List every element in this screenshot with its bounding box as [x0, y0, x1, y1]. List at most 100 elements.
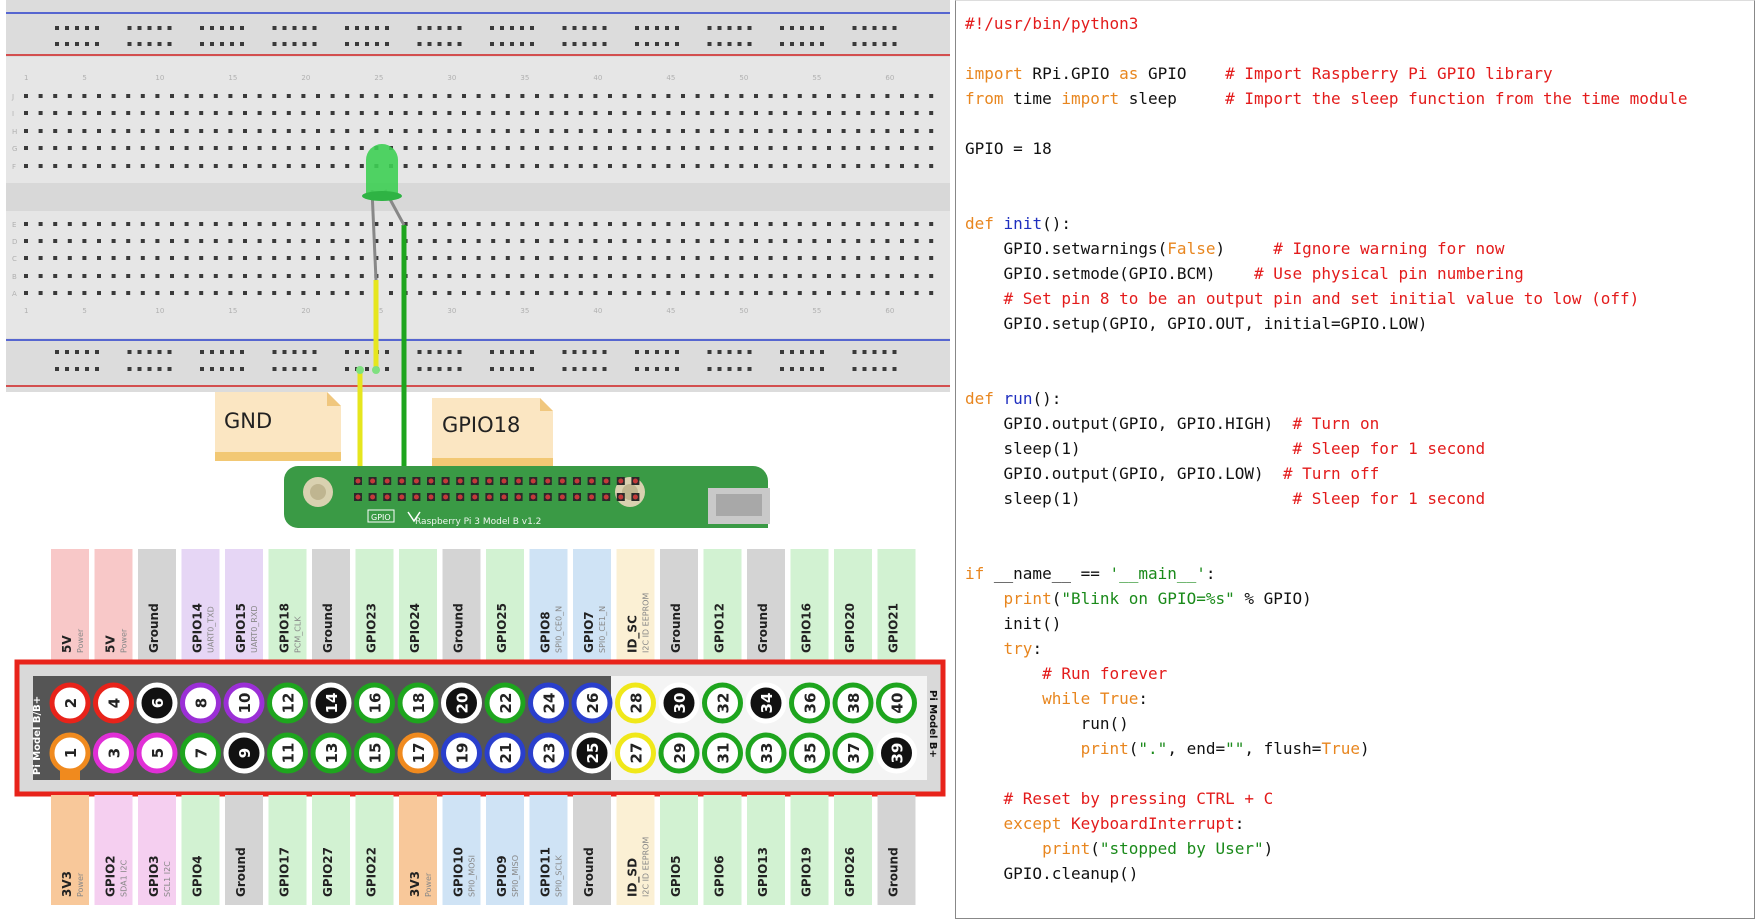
code-line: # Reset by pressing CTRL + C: [1003, 789, 1274, 808]
column-number: 35: [520, 74, 529, 82]
code-line: #!/usr/bin/python3: [965, 14, 1139, 33]
pin-17-icon: [397, 732, 439, 774]
pin-label-bg: [94, 795, 133, 905]
pin-label-name: GPIO25: [495, 603, 509, 653]
pin-number: 25: [584, 743, 602, 764]
code-line: import RPi.GPIO as GPIO # Import Raspber…: [965, 64, 1553, 83]
pin-label-bg: [225, 795, 263, 905]
pin-label-bg: [834, 795, 872, 905]
pin-number: 20: [454, 693, 472, 714]
pin-label-name: Ground: [582, 847, 596, 897]
pin-label-name: 5V: [104, 635, 118, 653]
pin-label-sub: SPI0_CE1_N: [598, 606, 607, 653]
pin-number: 7: [193, 748, 211, 758]
column-number: 15: [228, 307, 237, 315]
code-line: print(".", end="", flush=True): [1080, 739, 1370, 758]
pin-label-name: GPIO13: [756, 847, 770, 897]
pin-number: 22: [497, 693, 515, 714]
code-editor[interactable]: #!/usr/bin/python3 import RPi.GPIO as GPI…: [955, 0, 1755, 919]
code-line: GPIO.setup(GPIO, GPIO.OUT, initial=GPIO.…: [965, 314, 1428, 333]
column-number: 25: [374, 74, 383, 82]
pin-26-icon: [571, 682, 613, 724]
pin-label-bg: [486, 549, 524, 661]
pin-label-name: 5V: [60, 635, 74, 653]
column-number: 5: [82, 74, 86, 82]
pi-model-left-label: Pi Model B/B+: [32, 696, 43, 775]
pin-label-name: ID_SD: [626, 858, 641, 897]
pin-label-bg: [51, 795, 89, 905]
row-letter: D: [12, 238, 17, 246]
pin-7-icon: [180, 732, 221, 774]
pin-label-name: 3V3: [408, 871, 422, 897]
code-line: init(): [965, 614, 1062, 633]
column-number: 5: [82, 307, 86, 315]
pin-label-bg: [660, 549, 698, 661]
pin-33-icon: [745, 732, 787, 774]
pin-label-name: 3V3: [60, 871, 74, 897]
row-letter: E: [12, 221, 16, 229]
code-line: def init():: [965, 214, 1071, 233]
pin-label-name: Ground: [669, 603, 683, 653]
pin-number: 21: [497, 743, 515, 764]
pin-number: 33: [758, 743, 776, 764]
pin-label-bg: [312, 549, 350, 661]
pin-8-icon: [180, 682, 221, 724]
pin-number: 5: [149, 748, 167, 758]
pin-label-name: GPIO17: [278, 847, 292, 897]
pin-label-name: GPIO10: [452, 847, 466, 897]
row-letter: H: [12, 128, 17, 136]
code-line: # Run forever: [1042, 664, 1168, 683]
pin-number: 9: [236, 748, 254, 758]
pin-label-bg: [138, 795, 176, 905]
pin-label-bg: [312, 795, 350, 905]
pin-29-icon: [658, 732, 700, 774]
gpio18-note: GPIO18: [432, 398, 553, 467]
pin-label-bg: [181, 549, 220, 661]
pin-number: 27: [628, 743, 646, 764]
pin-label-name: Ground: [147, 603, 161, 653]
code-line: def run():: [965, 389, 1062, 408]
pin-label-name: GPIO5: [669, 855, 683, 897]
pin-label-sub: UART0_RXD: [250, 606, 259, 653]
pin-label-name: GPIO20: [843, 603, 857, 653]
breadboard-column-numbers: 1155101015152020252530303535404045455050…: [24, 74, 894, 315]
pin-21-icon: [484, 732, 526, 774]
pin-number: 29: [671, 743, 689, 764]
raspberry-pi-board: GPIO Raspberry Pi 3 Model B v1.2: [284, 466, 770, 528]
pin-11-icon: [267, 732, 308, 774]
pin-27-icon: [615, 732, 656, 774]
pin-number: 12: [280, 693, 298, 714]
gnd-note: GND: [215, 392, 341, 461]
bottom-power-rail: [6, 338, 950, 392]
code-line: while True:: [1042, 689, 1149, 708]
green-led: [362, 144, 406, 281]
pin-label-name: GPIO8: [539, 611, 553, 653]
pin-label-bg: [442, 795, 481, 905]
code-line: GPIO.output(GPIO, GPIO.HIGH) # Turn on: [965, 414, 1380, 433]
pin-number: 32: [715, 693, 733, 714]
pin-19-icon: [441, 732, 482, 774]
pin-label-sub: UART0_TXD: [207, 606, 216, 653]
pin-label-bg: [834, 549, 872, 661]
column-number: 20: [301, 307, 310, 315]
pin-label-bg: [51, 549, 89, 661]
pin-number: 1: [62, 748, 80, 758]
pin-number: 39: [889, 743, 907, 764]
pin-label-name: GPIO16: [800, 603, 814, 653]
code-line: if __name__ == '__main__':: [965, 564, 1216, 583]
pin-label-bg: [355, 795, 394, 905]
pin-label-bg: [138, 549, 176, 661]
column-number: 15: [228, 74, 237, 82]
pin-number: 38: [845, 693, 863, 714]
pin-label-name: GPIO18: [278, 603, 292, 653]
pin-label-sub: SCL1 I2C: [163, 861, 172, 897]
pin-12-icon: [267, 682, 308, 724]
pin-number: 18: [410, 693, 428, 714]
pin-label-name: GPIO24: [408, 603, 422, 653]
pin-6-icon: [136, 682, 178, 724]
code-line: GPIO.cleanup(): [965, 864, 1139, 883]
column-number: 1: [24, 74, 28, 82]
